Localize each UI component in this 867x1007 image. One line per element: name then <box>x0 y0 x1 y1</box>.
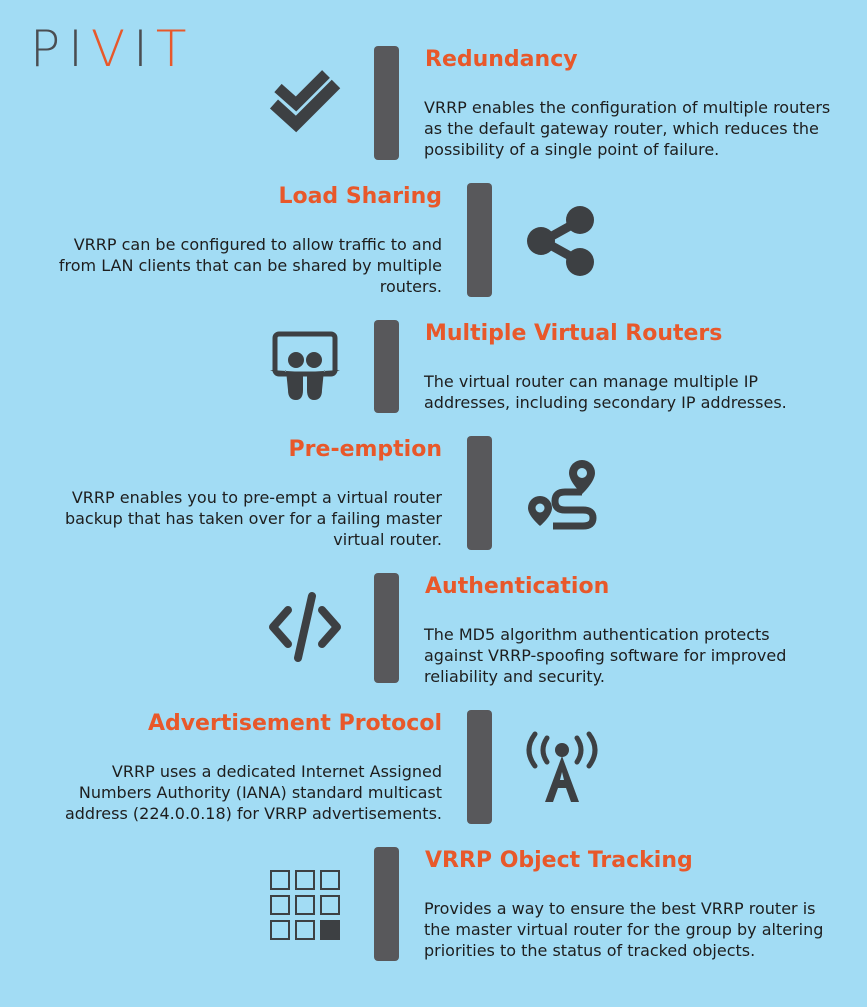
feature-description: VRRP enables the configuration of multip… <box>424 98 831 159</box>
feature-title: Advertisement Protocol <box>147 711 442 736</box>
feature-description: Provides a way to ensure the best VRRP r… <box>424 899 824 960</box>
feature-title: Redundancy <box>425 47 578 72</box>
divider-bar <box>374 46 399 160</box>
grid-icon <box>270 870 340 940</box>
divider-bar <box>467 710 492 824</box>
share-icon <box>527 206 594 276</box>
divider-bar <box>374 847 399 961</box>
divider-bar <box>467 436 492 550</box>
logo-letter-v: V <box>90 20 134 78</box>
feature-description: The MD5 algorithm authentication protect… <box>424 625 787 686</box>
logo-letter-t: T <box>155 20 195 78</box>
feature-title: Authentication <box>425 574 610 599</box>
divider-bar <box>374 573 399 683</box>
feature-title: Multiple Virtual Routers <box>425 321 723 346</box>
slideshare-icon <box>270 331 340 400</box>
route-icon <box>528 460 597 530</box>
double-check-icon <box>269 70 341 133</box>
feature-title: VRRP Object Tracking <box>425 848 693 873</box>
code-icon <box>269 592 341 662</box>
divider-bar <box>374 320 399 413</box>
feature-description: The virtual router can manage multiple I… <box>424 372 787 412</box>
feature-title: Load Sharing <box>278 184 442 209</box>
feature-description: VRRP can be configured to allow traffic … <box>58 235 442 296</box>
pivit-logo: PIVIT <box>30 24 194 74</box>
feature-title: Pre-emption <box>288 437 442 462</box>
broadcast-tower-icon <box>526 731 598 802</box>
logo-letter-p: P <box>30 20 69 78</box>
feature-description: VRRP enables you to pre-empt a virtual r… <box>64 488 442 549</box>
divider-bar <box>467 183 492 297</box>
feature-description: VRRP uses a dedicated Internet Assigned … <box>64 762 442 823</box>
logo-letter-i: I <box>68 20 91 78</box>
logo-letter-i2: I <box>133 20 156 78</box>
